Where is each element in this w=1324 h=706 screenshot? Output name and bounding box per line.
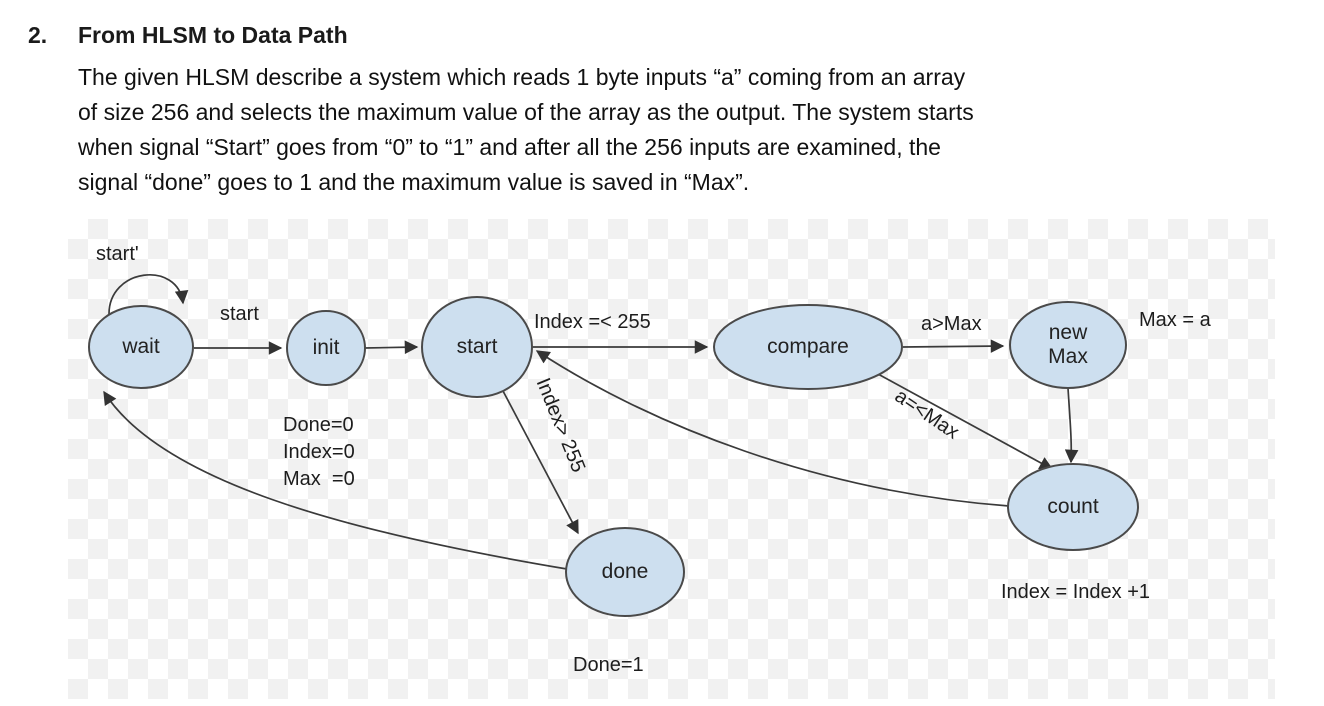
edge-start-to-done [502, 390, 579, 535]
edge-compare-to-count [877, 373, 1054, 470]
state-label-compare: compare [767, 334, 849, 358]
transition-label-index-le-255: Index =< 255 [534, 311, 651, 333]
paragraph: The given HLSM describe a system which r… [78, 64, 974, 195]
action-label-count: Index = Index +1 [1001, 581, 1151, 603]
state-label-start: start [456, 334, 498, 358]
action-label-newmax: Max = a [1139, 309, 1211, 331]
action-label-done: Done=1 [573, 654, 644, 676]
state-label-init: init [312, 335, 340, 359]
state-label-newmax: new Max [1048, 320, 1088, 368]
edge-done-to-wait [103, 390, 568, 570]
state-label-wait: wait [122, 334, 160, 358]
edge-wait-selfloop [108, 274, 189, 316]
edge-newmax-to-count [1064, 387, 1079, 464]
state-init [286, 310, 366, 386]
state-count [1007, 463, 1139, 551]
transition-label-a-gt-max: a>Max [921, 313, 982, 335]
state-start [421, 296, 533, 398]
state-label-done: done [601, 559, 649, 583]
list-number: 2. [28, 22, 48, 48]
action-label-init: Done=0 Index=0 Max =0 [283, 414, 355, 490]
edge-compare-to-newmax [902, 339, 1005, 353]
transition-label-start: start [220, 303, 259, 325]
section-heading: From HLSM to Data Path [78, 22, 348, 48]
state-newmax [1009, 301, 1127, 389]
state-wait [88, 305, 194, 389]
transition-label-start-not: start' [96, 243, 139, 265]
state-compare [713, 304, 903, 390]
state-label-count: count [1047, 494, 1099, 518]
edge-count-to-start [535, 350, 1010, 507]
state-done [565, 527, 685, 617]
edge-init-to-start [364, 340, 419, 355]
section-heading-row: 2. From HLSM to Data Path [28, 22, 348, 49]
